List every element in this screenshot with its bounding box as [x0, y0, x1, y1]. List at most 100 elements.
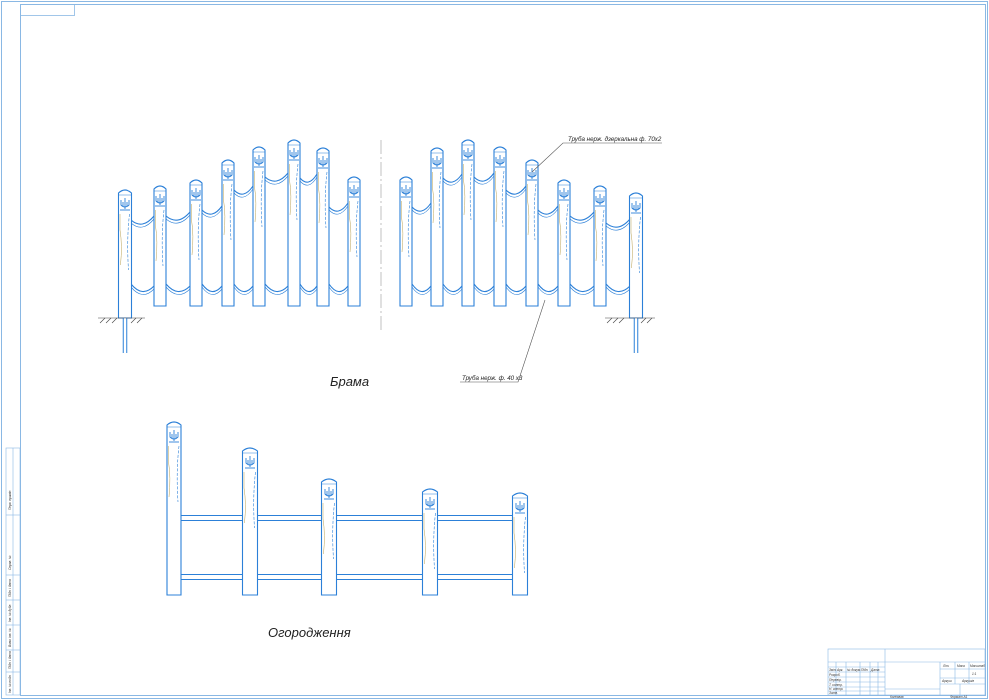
gate-brace-upper-inner [537, 208, 559, 218]
gate-hinge-post [117, 189, 133, 319]
gate-brace-lower-inner [165, 286, 191, 295]
fence-post [421, 488, 439, 596]
trident-emblem-icon [631, 201, 641, 214]
gate-brace-upper-inner [299, 176, 318, 186]
trident-emblem-icon [324, 487, 334, 500]
gate-brace-lower-inner [201, 286, 223, 295]
side-label-5: Взам. інв. № [8, 628, 12, 647]
tb-sheets: Аркушів [961, 679, 974, 683]
gate-brace-upper [165, 211, 191, 221]
tb-col-change: Змін. [829, 668, 837, 672]
gate-picket [557, 179, 571, 307]
gate-brace-lower-inner [505, 286, 527, 295]
tb-col-date: Дата [870, 668, 880, 672]
side-label-7: Інв. № подл. [8, 675, 12, 693]
side-strip [5, 447, 21, 696]
gate-brace-lower-inner [264, 286, 289, 295]
gate-brace-upper-inner [264, 175, 289, 185]
tb-format: Формат А1 [950, 695, 968, 699]
gate-brace-upper-inner [473, 175, 495, 185]
gate-brace-upper-inner [569, 214, 595, 224]
gate-brace-lower [299, 283, 318, 293]
gate-brace-upper-inner [505, 188, 527, 198]
gate-brace-lower [505, 283, 527, 293]
gate-picket [316, 147, 330, 307]
gate-brace-lower-inner [473, 286, 495, 295]
gate-brace-upper [537, 205, 559, 215]
tb-scale: Масштаб [970, 664, 985, 668]
gate-picket [593, 185, 607, 307]
gate-brace-upper [411, 202, 432, 212]
trident-emblem-icon [425, 497, 435, 510]
gate-brace-lower-inner [605, 286, 631, 295]
top-stamp-box [20, 4, 75, 16]
gate-brace-upper-inner [233, 188, 254, 198]
trident-emblem-icon [463, 148, 473, 161]
trident-emblem-icon [432, 156, 442, 169]
fence-post [320, 478, 338, 596]
tb-lit: Літ. [942, 664, 950, 668]
gate-brace-lower [473, 283, 495, 293]
gate-brace-lower [165, 283, 191, 293]
trident-emblem-icon [289, 148, 299, 161]
tb-role-dev: Розроб. [829, 673, 841, 677]
gate-picket [221, 159, 235, 307]
gate-brace-upper-inner [605, 221, 631, 231]
gate-brace-lower-inner [569, 286, 595, 295]
tb-role-check: Перевір. [829, 678, 842, 682]
gate-picket [399, 176, 413, 307]
side-label-4: Інв. № дубл. [8, 604, 12, 622]
side-label-3: Підп. і дата [8, 579, 12, 597]
gate-brace-lower [201, 283, 223, 293]
gate-brace-upper [264, 172, 289, 182]
gate-picket [252, 146, 266, 307]
side-strip-labels: Перв. примін. Справ. № Підп. і дата Інв.… [8, 490, 12, 693]
side-label-6: Підп. і дата [8, 651, 12, 669]
trident-emblem-icon [559, 188, 569, 201]
gate-brace-lower-inner [130, 286, 155, 295]
gate-title: Брама [330, 374, 369, 389]
gate-brace-lower [442, 283, 463, 293]
fence-post [511, 492, 529, 596]
trident-emblem-icon [191, 188, 201, 201]
gate-brace-upper [299, 173, 318, 183]
gate-picket [347, 176, 361, 307]
side-label-1: Перв. примін. [8, 490, 12, 510]
trident-emblem-icon [223, 168, 233, 181]
trident-emblem-icon [254, 155, 264, 168]
gate-left-leaf [117, 139, 361, 353]
gate-brace-lower [233, 283, 254, 293]
fence-rail [173, 574, 521, 580]
gate-picket [287, 139, 301, 307]
gate-brace-lower [328, 283, 349, 293]
leader-bottom [460, 299, 546, 383]
gate-brace-upper [505, 185, 527, 195]
tb-role-approve: Затв. [829, 691, 838, 695]
tb-col-doc: № докум. [847, 668, 861, 672]
tb-col-sign: Підп. [861, 668, 869, 672]
trident-emblem-icon [527, 168, 537, 181]
gate-picket [189, 179, 203, 307]
gate-brace-upper [605, 218, 631, 228]
gate-brace-lower [130, 283, 155, 293]
gate-brace-lower [264, 283, 289, 293]
gate-brace-upper-inner [442, 176, 463, 186]
gate-brace-lower [569, 283, 595, 293]
trident-emblem-icon [349, 185, 359, 198]
gate-brace-upper-inner [165, 214, 191, 224]
gate-brace-upper [130, 215, 155, 225]
gate-brace-lower-inner [299, 286, 318, 295]
gate-brace-upper-inner [130, 218, 155, 228]
gate-brace-lower-inner [328, 286, 349, 295]
title-block [827, 648, 986, 696]
fence-post [166, 421, 182, 596]
tb-sheet: Аркуш [941, 679, 952, 683]
gate-picket [430, 147, 444, 307]
tb-role-tcontrol: Т. контр. [829, 683, 843, 687]
title-block-text: Змін. Арк. № докум. Підп. Дата Розроб. П… [829, 664, 985, 699]
ground-right [605, 317, 655, 324]
trident-emblem-icon [495, 155, 505, 168]
fence-post [241, 447, 259, 596]
